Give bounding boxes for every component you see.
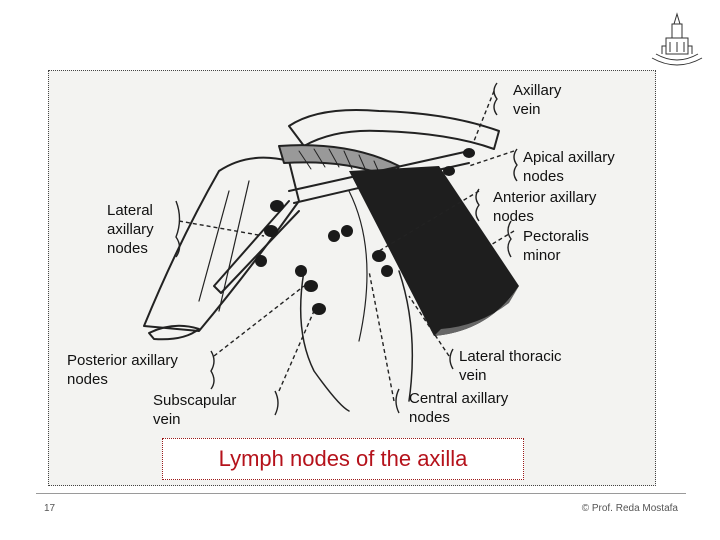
posterior-axillary-nodes-label: Posterior axillary nodes <box>67 352 178 388</box>
axilla-illustration <box>143 82 519 416</box>
lymph-node <box>304 280 318 292</box>
lymph-node <box>255 255 267 267</box>
figure-caption: Lymph nodes of the axilla <box>218 446 468 471</box>
lymph-node <box>443 166 455 176</box>
lymph-node <box>341 225 353 237</box>
copyright-notice: © Prof. Reda Mostafa <box>581 503 678 514</box>
page-number: 17 <box>44 503 56 514</box>
lymph-node <box>312 303 326 315</box>
university-logo <box>651 12 703 66</box>
humerus-end <box>148 324 200 341</box>
lymph-node <box>295 265 307 277</box>
lymph-node <box>270 200 284 212</box>
central-axillary-nodes-label: Central axillary nodes <box>409 390 509 426</box>
footer-divider <box>36 493 686 494</box>
lymph-node-cluster <box>255 148 475 315</box>
pectoralis-minor-label: Pectoralis minor <box>523 228 589 264</box>
subscapular-vein-label: Subscapular vein <box>153 392 237 428</box>
lymph-node <box>372 250 386 262</box>
lateral-thoracic-vein-label: Lateral thoracic vein <box>459 348 562 384</box>
clavicle-shape <box>288 109 500 150</box>
axillary-vein-label: Axillary vein <box>513 82 562 118</box>
lymph-node <box>328 230 340 242</box>
lymph-node <box>463 148 475 158</box>
arm-outline <box>143 156 300 332</box>
lateral-axillary-nodes-label: Lateral axillary nodes <box>107 202 154 257</box>
lymph-node <box>381 265 393 277</box>
caption-box: Lymph nodes of the axilla <box>162 438 524 480</box>
axilla-diagram: Axillary vein Apical axillary nodes Ante… <box>48 70 656 486</box>
pectoralis-minor-muscle <box>349 166 519 336</box>
anterior-axillary-nodes-label: Anterior axillary nodes <box>493 189 597 225</box>
apical-axillary-nodes-label: Apical axillary nodes <box>523 149 615 185</box>
lymph-node <box>264 225 278 237</box>
